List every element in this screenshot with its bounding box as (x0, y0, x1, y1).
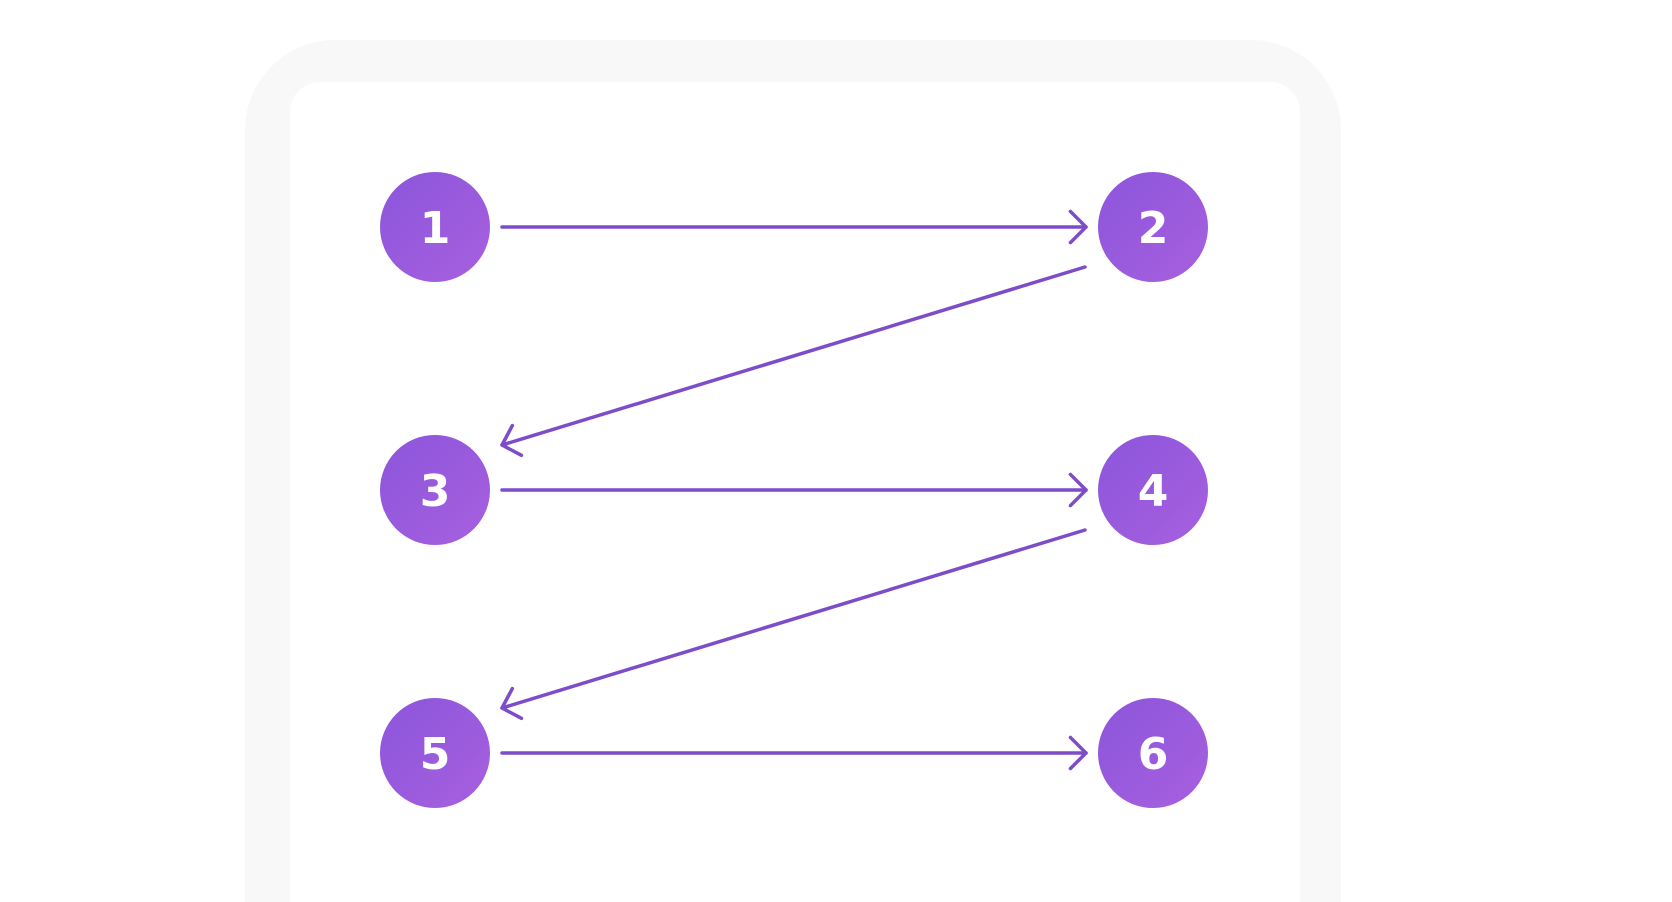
step-node-1: 1 (380, 172, 490, 282)
arrow-line (500, 265, 1087, 447)
arrow-head (1068, 209, 1088, 245)
step-node-circle (380, 435, 490, 545)
arrow-line (500, 528, 1087, 710)
edges-layer (500, 209, 1088, 771)
arrow-1 (500, 209, 1088, 245)
nodes-layer: 1 2 3 4 5 6 (380, 172, 1208, 808)
step-node-circle (380, 698, 490, 808)
step-node-5: 5 (380, 698, 490, 808)
arrow-5 (500, 735, 1088, 771)
arrow-head (500, 423, 524, 458)
step-node-circle (380, 172, 490, 282)
arrow-head (1068, 472, 1088, 508)
step-node-label: 6 (1138, 729, 1169, 780)
step-node-circle (1098, 698, 1208, 808)
arrow-3 (500, 472, 1088, 508)
arrow-head (500, 686, 524, 721)
step-node-label: 4 (1138, 466, 1169, 517)
step-node-label: 2 (1138, 203, 1169, 254)
arrow-2 (500, 265, 1087, 458)
step-node-label: 5 (420, 729, 451, 780)
step-node-6: 6 (1098, 698, 1208, 808)
step-node-4: 4 (1098, 435, 1208, 545)
step-node-circle (1098, 435, 1208, 545)
step-node-label: 3 (420, 466, 451, 517)
step-node-2: 2 (1098, 172, 1208, 282)
step-node-circle (1098, 172, 1208, 282)
arrow-head (1068, 735, 1088, 771)
arrow-4 (500, 528, 1087, 721)
step-node-3: 3 (380, 435, 490, 545)
step-node-label: 1 (420, 203, 451, 254)
